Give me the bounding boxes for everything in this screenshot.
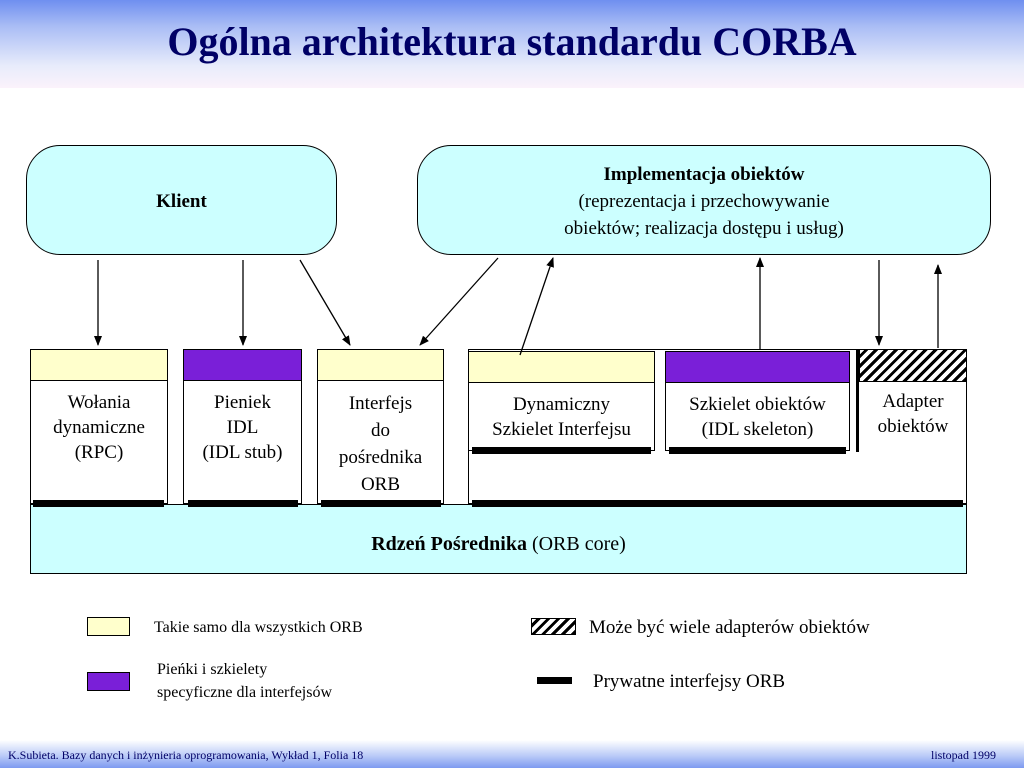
legend-multi-text: Może być wiele adapterów obiektów	[589, 617, 870, 638]
skeleton-header-purple	[665, 351, 850, 383]
adapter-label: Adapter obiektów	[877, 391, 949, 437]
adapter-divider	[856, 349, 859, 452]
legend-swatch-hatched	[531, 618, 576, 635]
private-bar-dsi	[472, 447, 651, 454]
footer-right: listopad 1999	[931, 748, 996, 762]
header-band	[0, 0, 1024, 88]
private-bar-rpc	[33, 500, 164, 507]
orb-core-bold: Rdzeń Pośrednika	[371, 533, 527, 555]
legend-swatch-yellow	[87, 617, 130, 636]
implementation-line1: (reprezentacja i przechowywanie	[578, 191, 830, 212]
arrow-dsi-impl	[519, 257, 554, 356]
footer-left: K.Subieta. Bazy danych i inżynieria opro…	[8, 748, 364, 762]
orb-interface-label: Interfejs do pośrednika ORB	[338, 393, 423, 495]
stub-header-purple	[183, 349, 302, 381]
client-label: Klient	[156, 191, 207, 212]
orb-core-normal: (ORB core)	[526, 533, 626, 555]
legend-same-text: Takie samo dla wszystkich ORB	[154, 619, 363, 636]
private-bar-server	[472, 500, 963, 507]
implementation-box	[417, 145, 991, 255]
rpc-header-yellow	[30, 349, 168, 381]
legend-swatch-purple	[87, 672, 130, 691]
private-bar-stub	[188, 500, 298, 507]
page-title: Ogólna architektura standardu CORBA	[167, 19, 857, 64]
legend-private-text: Prywatne interfejsy ORB	[593, 671, 786, 692]
skeleton-label: Szkielet obiektów (IDL skeleton)	[689, 394, 826, 440]
stub-label: Pieniek IDL (IDL stub)	[202, 392, 283, 463]
legend-specific-line2: specyficzne dla interfejsów	[157, 684, 333, 701]
arrow-client-interface	[299, 259, 351, 346]
implementation-title: Implementacja obiektów	[603, 164, 805, 185]
private-bar-skeleton	[669, 447, 846, 454]
legend-specific-line1: Pieńki i szkielety	[157, 661, 268, 678]
rpc-label: Wołania dynamiczne (RPC)	[53, 392, 145, 463]
dsi-header-yellow	[468, 351, 655, 383]
private-bar-interface	[321, 500, 441, 507]
arrow-impl-interface	[419, 257, 499, 346]
client-box	[26, 145, 337, 255]
implementation-line2: obiektów; realizacja dostępu i usług)	[564, 218, 844, 239]
adapter-header-hatched	[859, 349, 967, 382]
legend-swatch-bar	[537, 677, 572, 684]
orb-core-label: Rdzeń Pośrednika (ORB core)	[30, 532, 967, 557]
footer-band	[0, 740, 1024, 768]
dsi-label: Dynamiczny Szkielet Interfejsu	[492, 394, 631, 440]
orb-interface-header-yellow	[317, 349, 444, 381]
